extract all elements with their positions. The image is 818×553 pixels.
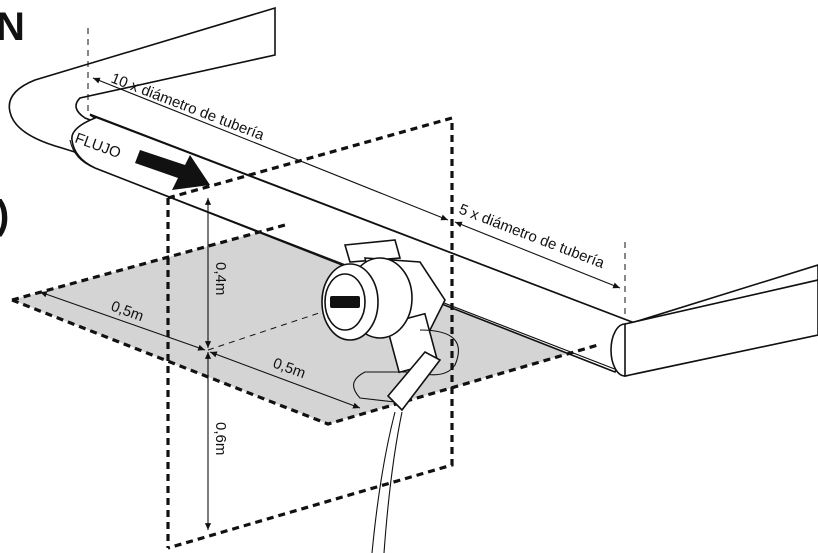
downstream-distance-label: 5 x diámetro de tubería	[457, 201, 608, 272]
height-down-label: 0,6m	[212, 422, 229, 455]
measurement-zone	[12, 225, 598, 424]
sensor-device-icon	[321, 239, 460, 553]
height-up-label: 0,4m	[212, 262, 229, 295]
flow-arrow-icon	[135, 150, 210, 190]
title-fragment: N	[0, 5, 25, 49]
dimension-lines	[39, 77, 621, 530]
bracket-fragment: )	[0, 193, 9, 237]
